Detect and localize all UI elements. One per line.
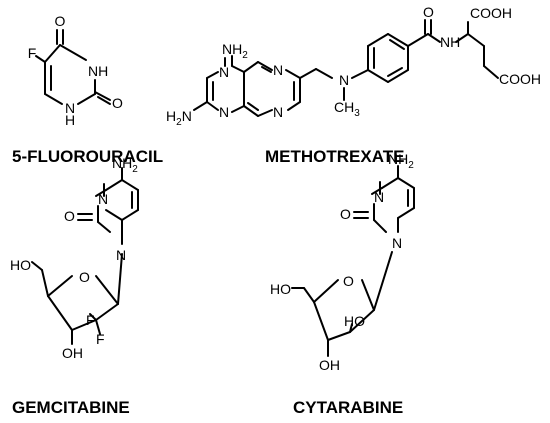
gem-n3: N [98, 191, 108, 207]
mtx-cooh-bottom: COOH [499, 71, 541, 87]
cytarabine-structure [291, 165, 415, 357]
cyt-ho-2prime: HO [344, 313, 365, 329]
mtx-n1: N [219, 64, 229, 80]
fu-nh-3: NH [88, 63, 108, 79]
methotrexate-structure [193, 19, 499, 117]
cyt-ring-o: O [343, 273, 354, 289]
methotrexate-name: METHOTREXATE [265, 147, 404, 166]
fluorouracil-structure [35, 29, 111, 105]
fu-fluorine: F [28, 45, 37, 61]
mtx-h2n: H2N [166, 108, 192, 128]
cyt-oh-3prime: OH [319, 357, 340, 373]
mtx-ch3: CH3 [334, 99, 360, 119]
cyt-ho-5prime: HO [270, 281, 291, 297]
gem-n1: N [116, 247, 126, 263]
mtx-nh2-top: NH2 [222, 41, 248, 61]
gem-carbonyl-o: O [64, 208, 75, 224]
mtx-n5: N [273, 62, 283, 78]
mtx-nh: NH [440, 34, 460, 50]
mtx-n3: N [219, 104, 229, 120]
mtx-n-methyl: N [339, 72, 349, 88]
gem-fluorine-2: F [96, 331, 105, 347]
gem-nh2: NH2 [112, 155, 138, 175]
mtx-carbonyl-o: O [423, 4, 434, 20]
cyt-n3: N [374, 189, 384, 205]
fluorouracil-name: 5-FLUOROURACIL [12, 147, 163, 166]
cytarabine-name: CYTARABINE [293, 398, 403, 417]
cyt-nh2: NH2 [388, 151, 414, 171]
cyt-n1: N [392, 235, 402, 251]
mtx-n8: N [273, 104, 283, 120]
fu-oxygen-right: O [112, 95, 123, 111]
fu-oxygen-top: O [55, 13, 66, 29]
gem-ho: HO [10, 257, 31, 273]
gem-oh: OH [62, 345, 83, 361]
gem-ring-o: O [79, 269, 90, 285]
gemcitabine-name: GEMCITABINE [12, 398, 130, 417]
gem-fluorine-1: F [86, 312, 95, 328]
mtx-cooh-top: COOH [470, 5, 512, 21]
cyt-carbonyl-o: O [340, 206, 351, 222]
gemcitabine-structure [31, 167, 139, 345]
